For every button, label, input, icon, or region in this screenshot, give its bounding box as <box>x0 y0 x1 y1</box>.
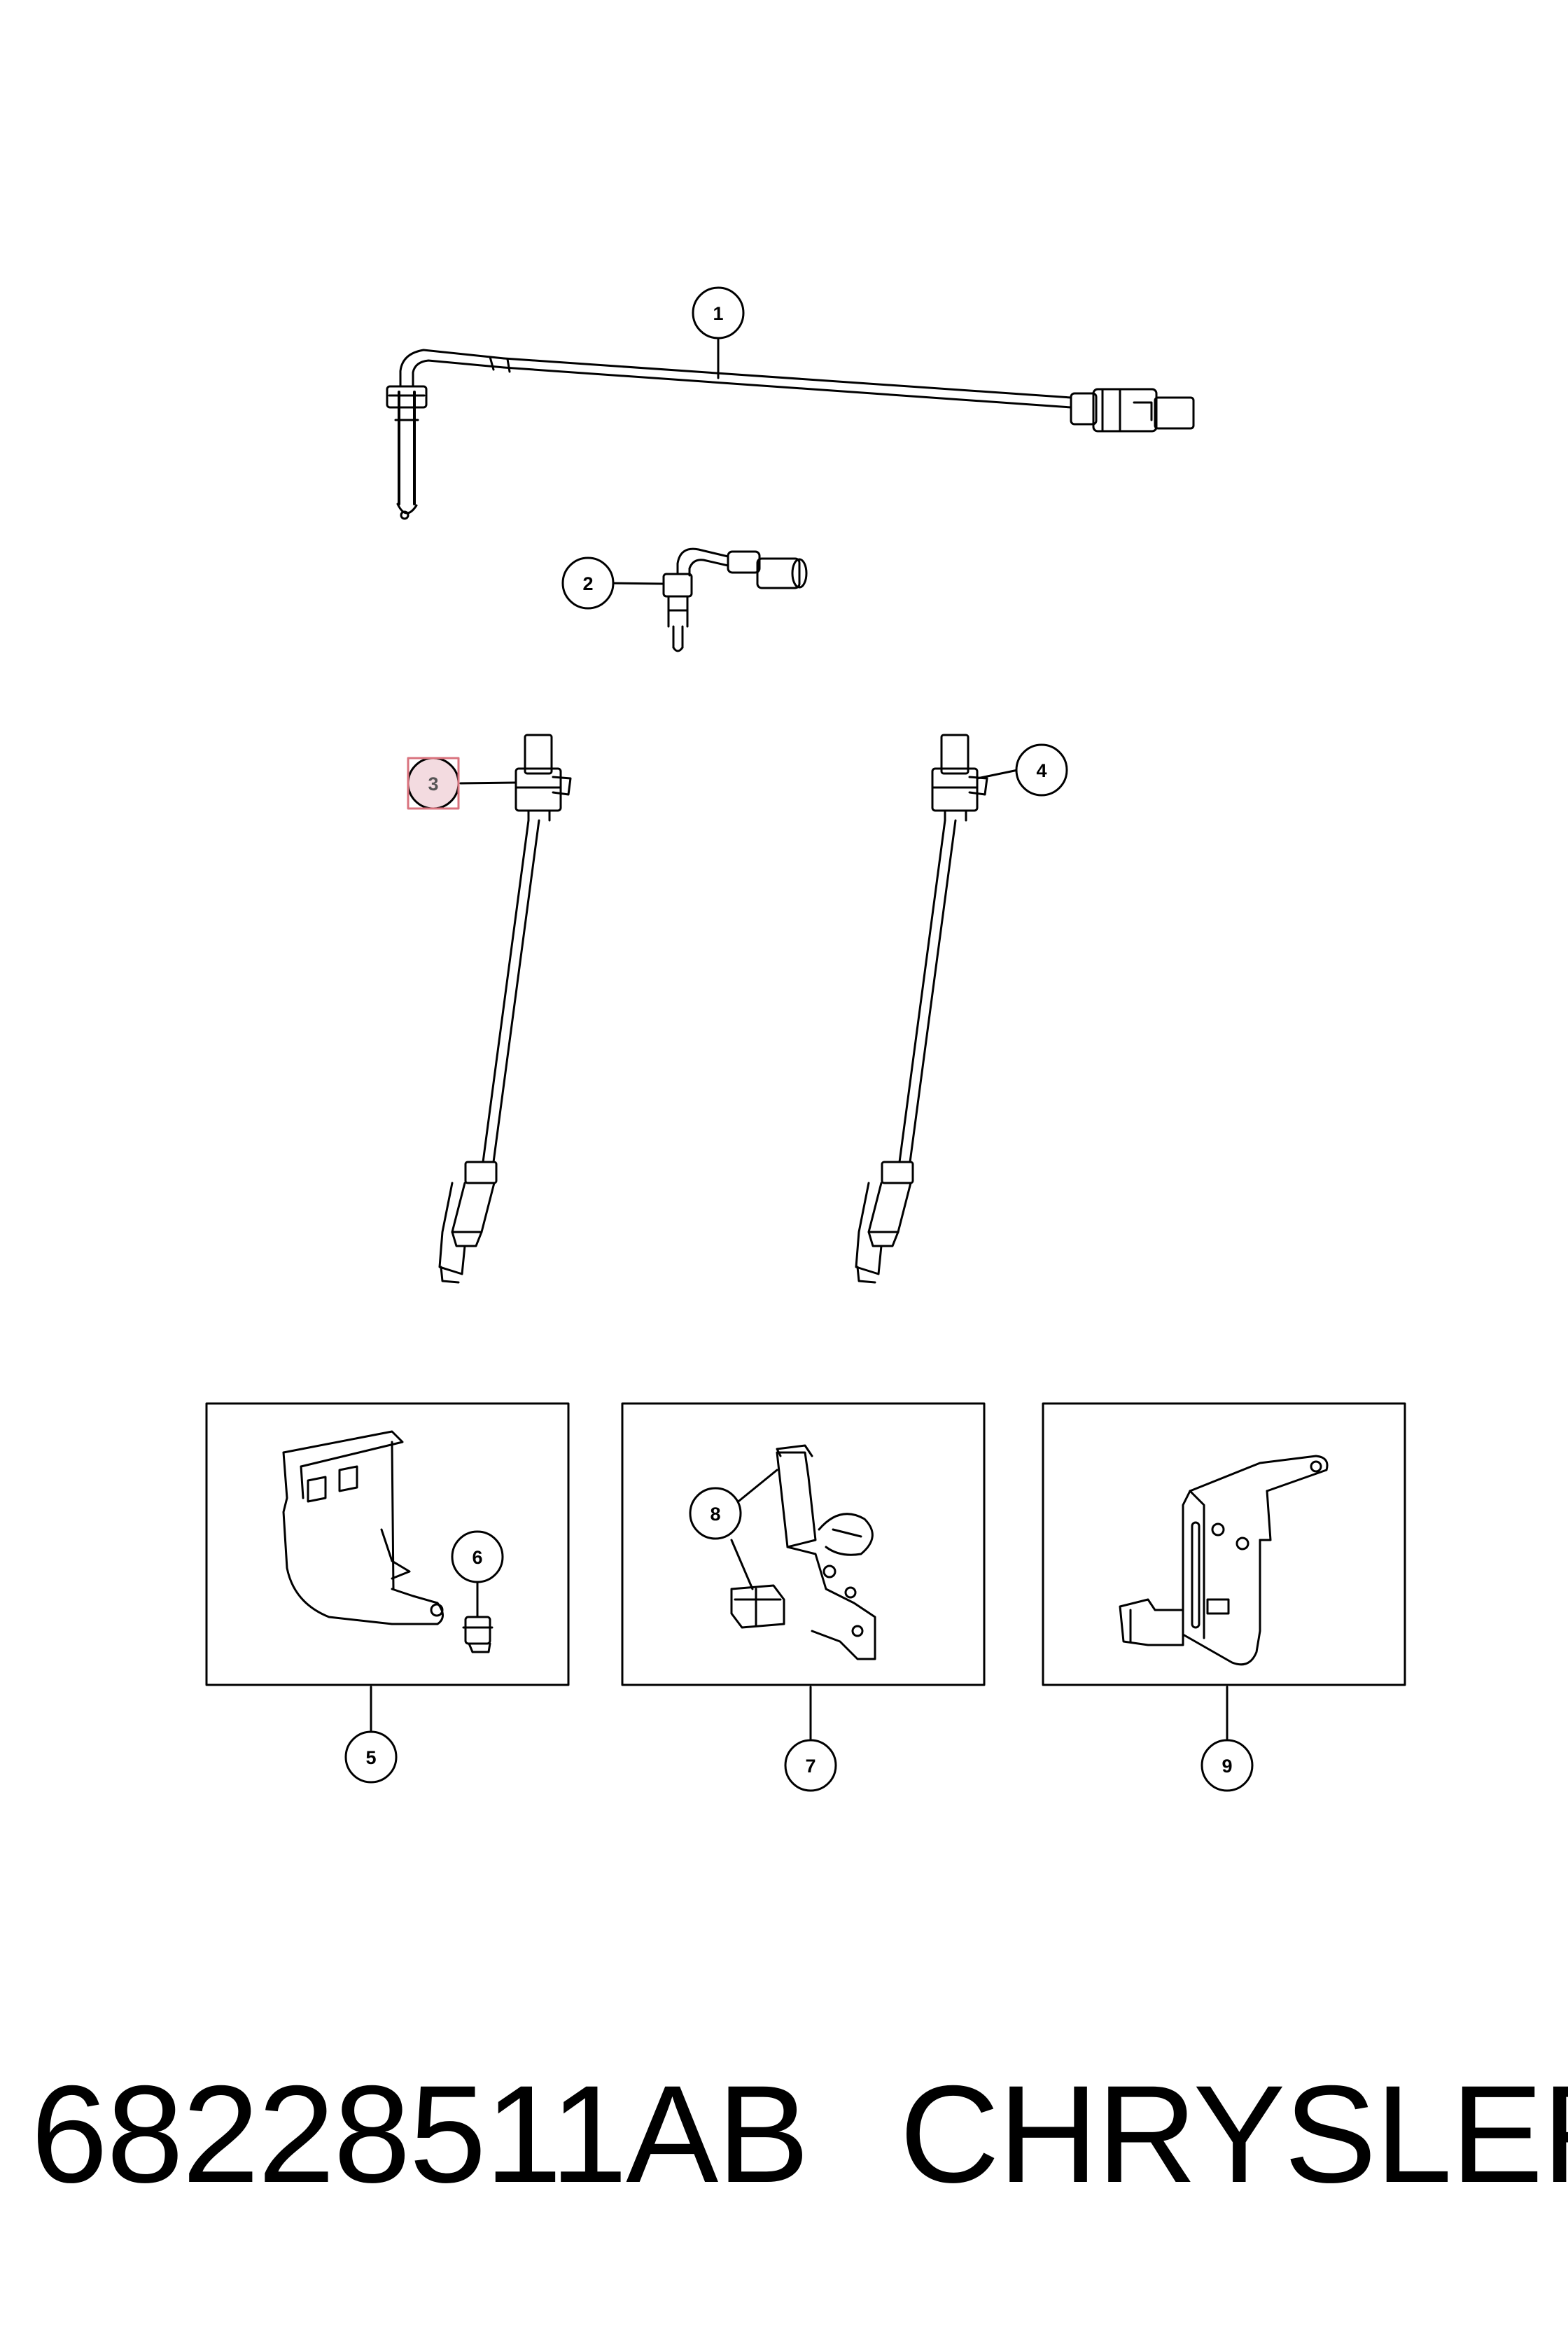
part-6-clip <box>462 1616 493 1653</box>
detail-box-7 <box>621 1402 986 1686</box>
callout-8[interactable]: 8 <box>689 1487 742 1540</box>
callout-2[interactable]: 2 <box>561 556 615 610</box>
part-9-bracket <box>1119 1455 1329 1666</box>
part-1-exhaust-temp-sensor <box>386 349 1195 520</box>
callout-1[interactable]: 1 <box>692 286 745 340</box>
callout-9-label: 9 <box>1222 1756 1232 1777</box>
callout-6-label: 6 <box>472 1547 482 1568</box>
callout-5-label: 5 <box>365 1747 376 1768</box>
part-4-oxygen-sensor <box>855 734 988 1284</box>
part-number: 68228511AB <box>31 2057 809 2211</box>
part-5-bracket <box>282 1430 444 1625</box>
callout-3-label: 3 <box>428 774 438 794</box>
detail-box-5 <box>205 1402 570 1686</box>
callout-1-label: 1 <box>713 303 723 324</box>
part-2-temp-sensor <box>662 547 808 652</box>
callout-7[interactable]: 7 <box>784 1739 837 1792</box>
part-7-bracket <box>730 1444 876 1660</box>
callout-4[interactable]: 4 <box>1015 743 1068 797</box>
callout-3-highlighted[interactable]: 3 <box>407 757 460 810</box>
callout-2-label: 2 <box>582 573 593 594</box>
detail-box-9 <box>1042 1402 1406 1686</box>
callout-7-label: 7 <box>805 1756 816 1777</box>
callout-9[interactable]: 9 <box>1200 1739 1254 1792</box>
brand-name: CHRYSLER <box>899 2057 1568 2211</box>
callout-4-label: 4 <box>1036 760 1046 781</box>
callout-6[interactable]: 6 <box>451 1530 504 1583</box>
callout-8-label: 8 <box>710 1504 720 1525</box>
leader-lines <box>370 328 1228 1742</box>
part-3-oxygen-sensor <box>438 734 572 1284</box>
callout-5[interactable]: 5 <box>344 1730 398 1784</box>
